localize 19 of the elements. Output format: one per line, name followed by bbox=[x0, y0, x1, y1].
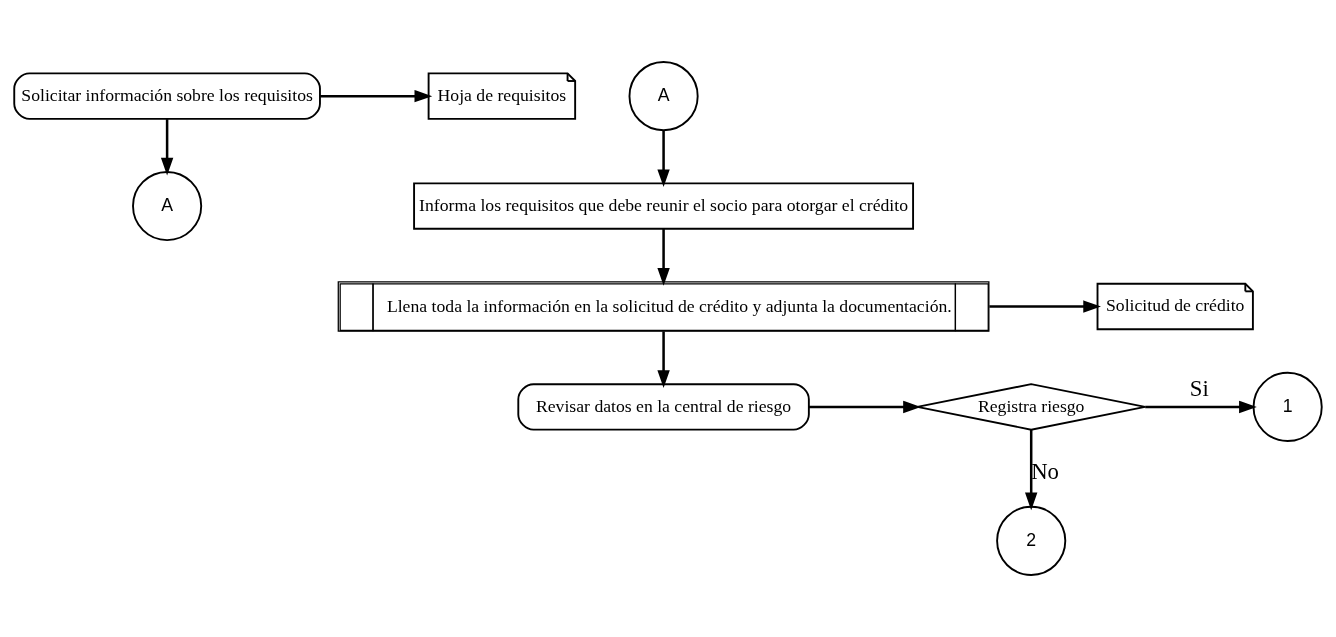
arrow bbox=[808, 400, 921, 414]
arrow bbox=[1145, 400, 1257, 414]
node-box: Solicitar información sobre los requisitos bbox=[13, 72, 321, 120]
arrow bbox=[657, 229, 670, 286]
node-circle: 2 bbox=[996, 505, 1067, 576]
arrow bbox=[320, 89, 433, 103]
arrow bbox=[160, 119, 174, 176]
arrow bbox=[657, 331, 670, 388]
node-diamond: Registra riesgo bbox=[916, 383, 1147, 431]
edge-label: No bbox=[1031, 459, 1059, 485]
node-circle: A bbox=[132, 171, 203, 242]
arrow bbox=[657, 130, 670, 188]
node-box: Informa los requisitos que debe reunir el socio para otorgar el crédito bbox=[413, 182, 915, 230]
node-box: Revisar datos en la central de riesgo bbox=[517, 383, 810, 431]
edge-label: Si bbox=[1189, 376, 1209, 402]
arrow bbox=[1025, 429, 1038, 511]
arrow bbox=[989, 300, 1101, 313]
node-circle: 1 bbox=[1252, 371, 1323, 442]
node-circle: A bbox=[628, 61, 699, 132]
